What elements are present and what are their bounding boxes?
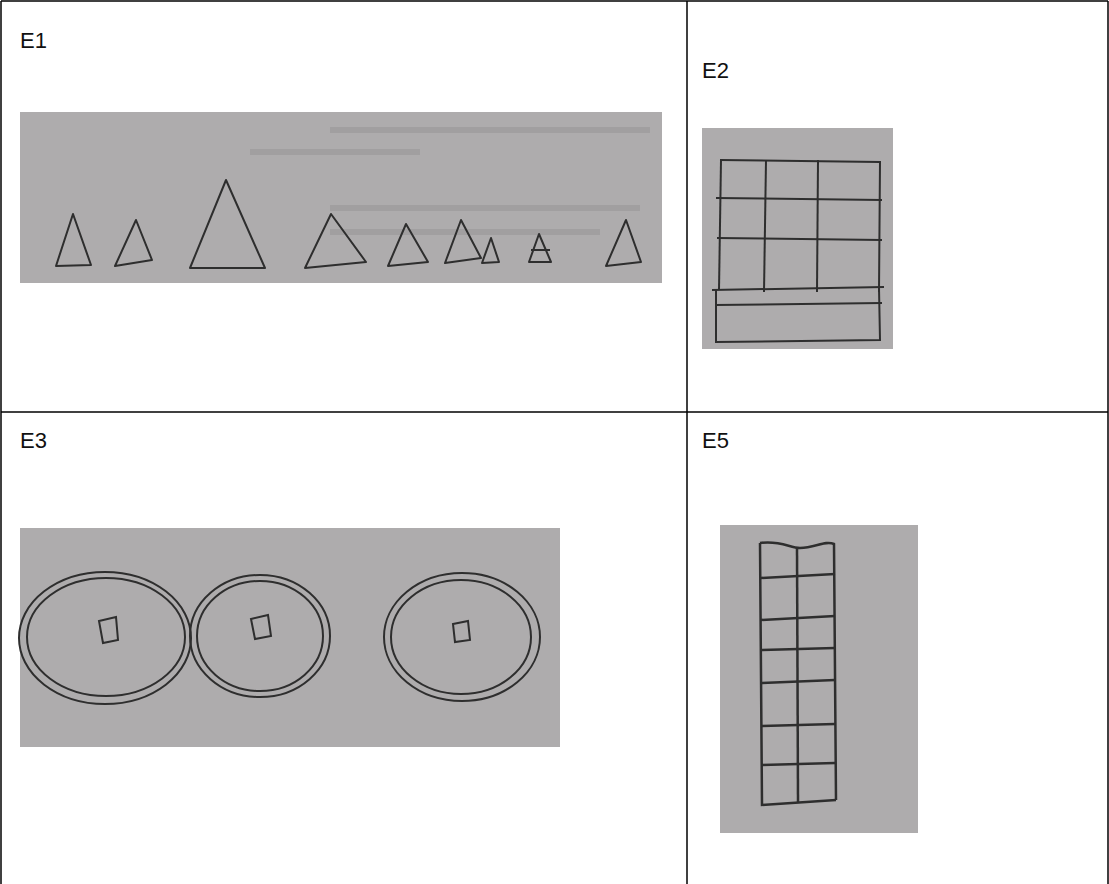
ladder-photo [720, 525, 918, 833]
cell-label: E2 [702, 58, 729, 84]
circles-photo [19, 528, 560, 747]
grid-photo [702, 128, 893, 349]
cell-label: E5 [702, 428, 729, 454]
triangles-photo [20, 112, 662, 283]
cell-label: E3 [20, 428, 47, 454]
cell-label: E1 [20, 28, 47, 54]
